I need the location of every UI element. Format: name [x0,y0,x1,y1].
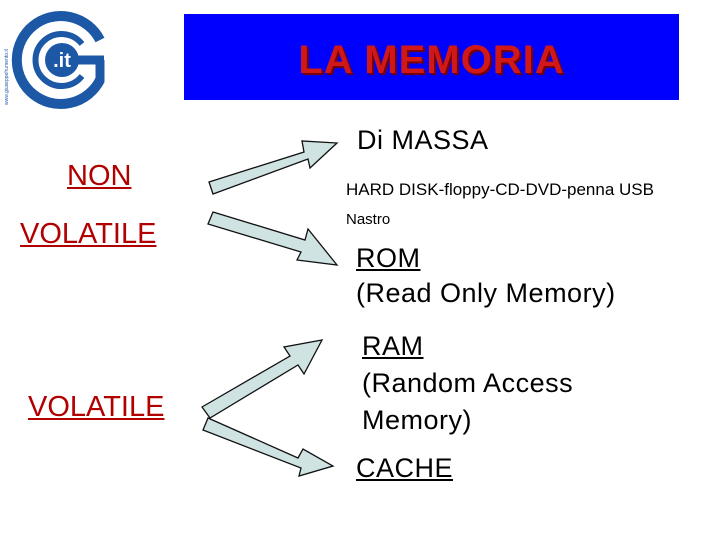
logo: www.giuseppefrumento.it .it [0,10,115,110]
cache-label: CACHE [356,453,454,483]
ram-description-line2: Memory) [362,405,472,435]
rom-label: ROM [356,243,421,273]
g-it-logo-icon: .it [11,11,105,109]
logo-text: .it [53,50,71,72]
hard-disk-text: HARD DISK-floppy-CD-DVD-penna USB [346,180,654,199]
massa-label: Di MASSA [357,125,489,155]
nastro-text: Nastro [346,211,391,228]
arrow-to-cache [202,417,335,477]
page-title: LA MEMORIA [298,38,565,82]
rom-description: (Read Only Memory) [356,278,616,308]
non-label: NON [67,160,132,192]
arrow-to-ram [201,339,324,419]
ram-label: RAM [362,331,424,361]
volatile-label-bottom: VOLATILE [28,391,165,423]
volatile-label-top: VOLATILE [20,218,157,250]
arrow-to-massa [208,140,339,195]
arrow-to-rom [207,211,339,266]
ram-description-line1: (Random Access [362,368,574,398]
title-banner: LA MEMORIA [184,14,679,100]
